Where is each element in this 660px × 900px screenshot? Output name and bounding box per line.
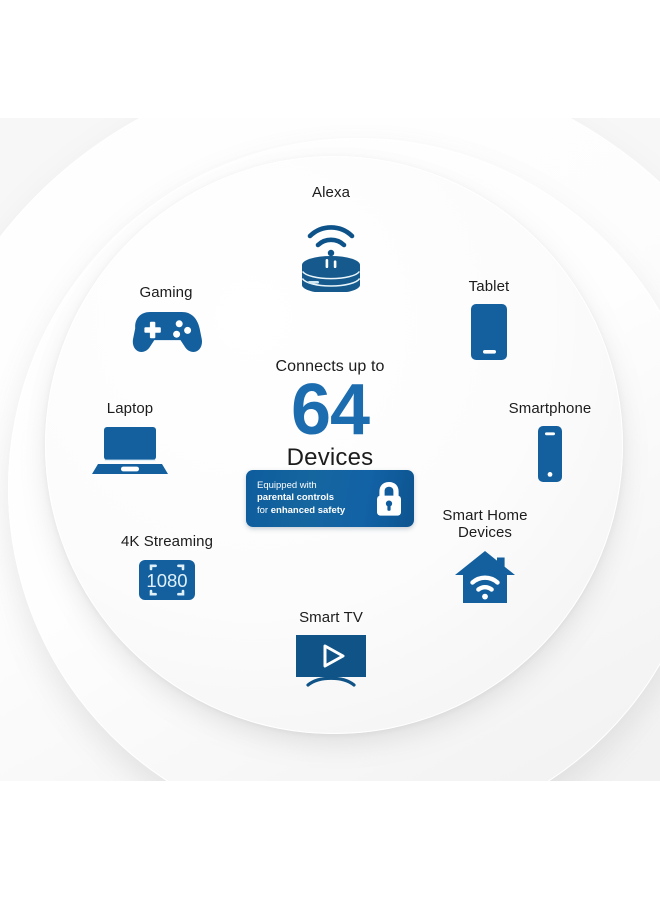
parental-controls-badge: Equipped with parental controls for enha… — [246, 470, 414, 527]
device-node-tablet: Tablet — [409, 278, 569, 362]
game-controller-icon — [86, 308, 246, 356]
device-label-streaming: 4K Streaming — [120, 533, 214, 550]
smart-tv-icon — [251, 633, 411, 687]
lock-icon — [374, 480, 404, 518]
devices-suffix: Devices — [286, 444, 374, 472]
badge-line-3-bold: enhanced safety — [270, 504, 346, 516]
parental-controls-text: Equipped with parental controls for enha… — [257, 480, 370, 518]
connects-kicker: Connects up to — [275, 358, 385, 375]
device-label-gaming: Gaming — [139, 284, 193, 301]
device-node-gaming: Gaming — [86, 284, 246, 356]
device-label-tablet: Tablet — [468, 278, 510, 295]
resolution-1080-icon: 1080 — [87, 557, 247, 603]
smart-home-wifi-icon — [405, 549, 565, 605]
badge-line-1: Equipped with — [257, 479, 317, 491]
device-label-laptop: Laptop — [106, 400, 154, 417]
badge-line-3: for enhanced safety — [257, 505, 370, 518]
device-node-smart-tv: Smart TV — [251, 609, 411, 687]
resolution-value: 1080 — [146, 571, 187, 592]
smart-speaker-icon — [251, 208, 411, 293]
device-count: 64 — [290, 370, 370, 450]
laptop-icon — [50, 424, 210, 478]
badge-line-2: parental controls — [257, 492, 335, 504]
center-headline: Connects up to 64 Devices — [180, 358, 480, 472]
smartphone-icon — [470, 424, 630, 484]
device-node-smartphone: Smartphone — [470, 400, 630, 484]
device-node-alexa: Alexa — [251, 184, 411, 293]
device-label-smart-home: Smart Home Devices — [442, 507, 528, 542]
device-node-laptop: Laptop — [50, 400, 210, 478]
device-node-streaming: 4K Streaming 1080 — [87, 533, 247, 603]
device-label-smart-tv: Smart TV — [299, 609, 363, 626]
device-label-alexa: Alexa — [311, 184, 351, 201]
tablet-icon — [409, 302, 569, 362]
device-label-smartphone: Smartphone — [508, 400, 592, 417]
badge-line-3-pre: for — [257, 504, 271, 516]
device-node-smart-home: Smart Home Devices — [405, 507, 565, 605]
